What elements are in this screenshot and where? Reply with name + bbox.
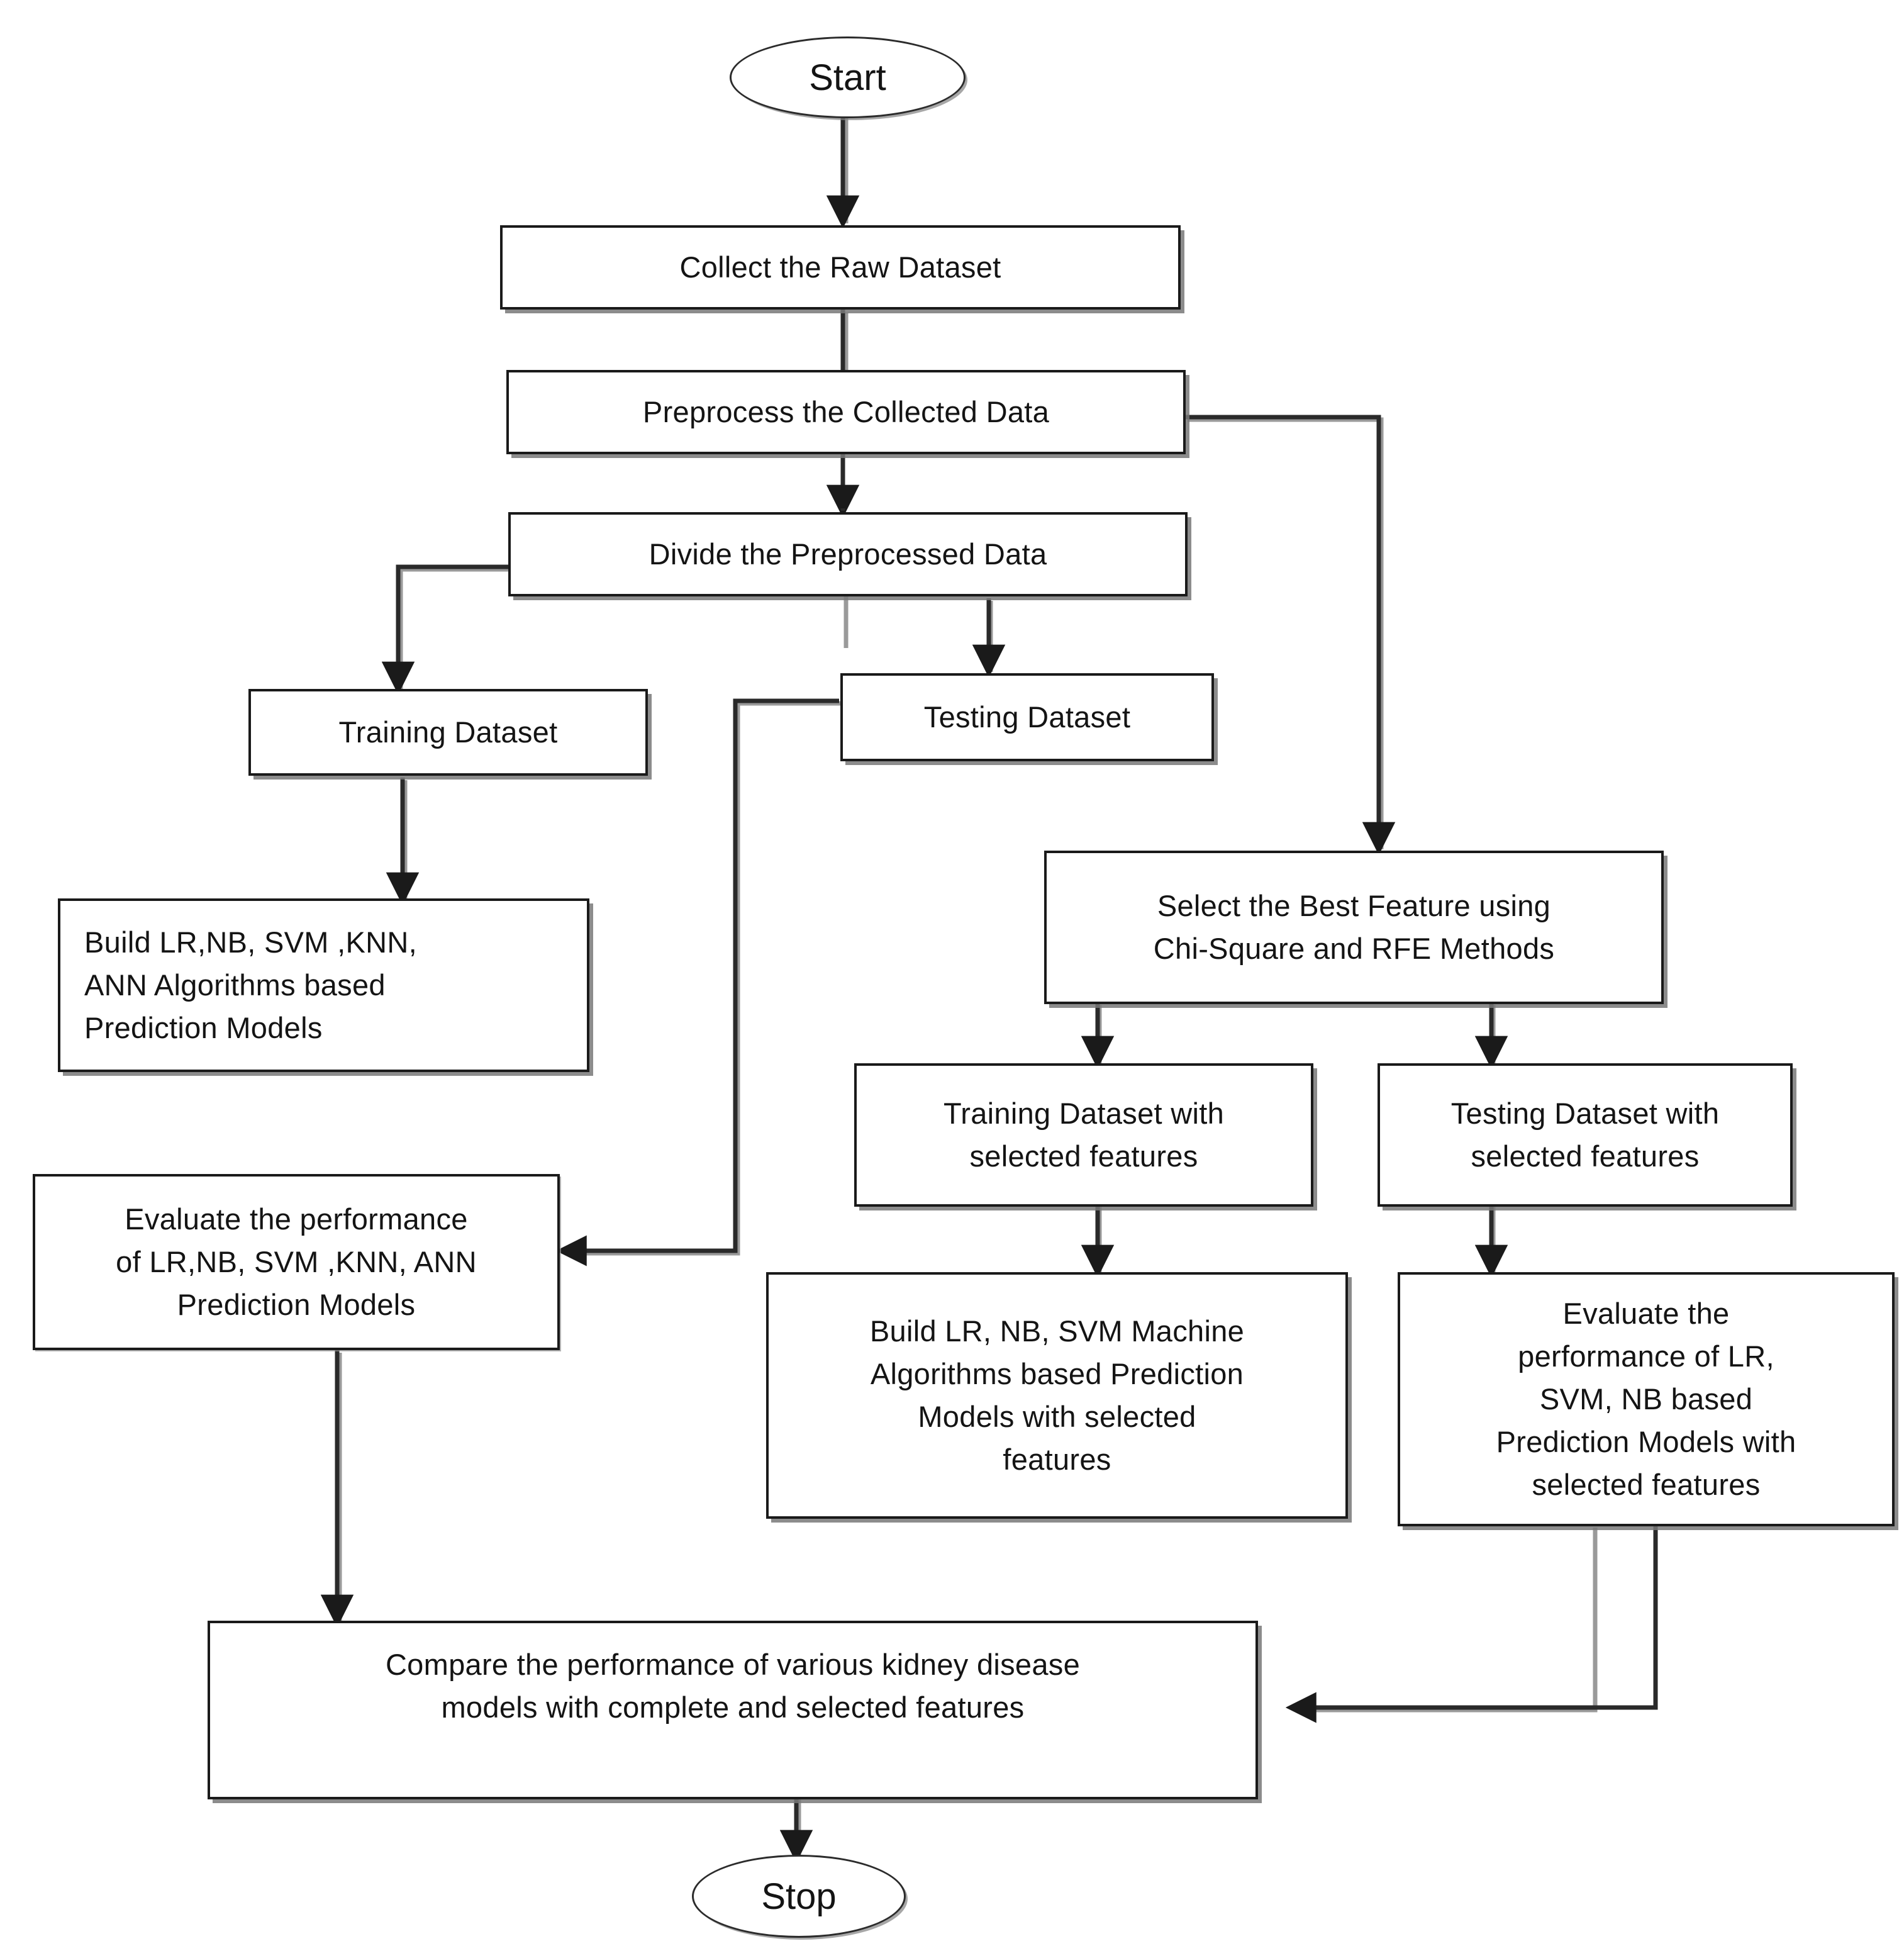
- node-collect-raw-dataset-label: Collect the Raw Dataset: [679, 250, 1001, 284]
- node-build-models-selected-features[interactable]: Build LR, NB, SVM Machine Algorithms bas…: [766, 1272, 1348, 1519]
- node-training-dataset[interactable]: Training Dataset: [248, 689, 648, 776]
- node-testing-dataset[interactable]: Testing Dataset: [840, 673, 1214, 761]
- node-divide-preprocessed-data[interactable]: Divide the Preprocessed Data: [508, 512, 1188, 596]
- node-select-best-feature-label: Select the Best Feature using Chi-Square…: [1153, 888, 1555, 965]
- node-training-dataset-selected[interactable]: Training Dataset with selected features: [854, 1063, 1313, 1207]
- node-build-models-selected-features-label: Build LR, NB, SVM Machine Algorithms bas…: [869, 1314, 1245, 1477]
- node-build-prediction-models-label: Build LR,NB, SVM ,KNN, ANN Algorithms ba…: [84, 925, 417, 1045]
- node-start[interactable]: Start: [730, 36, 966, 118]
- node-testing-dataset-selected-label: Testing Dataset with selected features: [1450, 1096, 1720, 1173]
- node-testing-dataset-label: Testing Dataset: [923, 700, 1131, 734]
- node-testing-dataset-selected[interactable]: Testing Dataset with selected features: [1378, 1063, 1793, 1207]
- node-compare-performance-label: Compare the performance of various kidne…: [385, 1648, 1081, 1725]
- node-start-label: Start: [809, 57, 886, 98]
- edge-testing-evaluate: [555, 698, 839, 1266]
- node-stop-label: Stop: [761, 1876, 837, 1917]
- node-stop[interactable]: Stop: [692, 1855, 906, 1938]
- node-build-prediction-models[interactable]: Build LR,NB, SVM ,KNN, ANN Algorithms ba…: [58, 898, 589, 1072]
- node-preprocess-collected-data-label: Preprocess the Collected Data: [642, 394, 1050, 428]
- node-select-best-feature[interactable]: Select the Best Feature using Chi-Square…: [1044, 851, 1664, 1004]
- node-evaluate-models-selected-features-label: Evaluate the performance of LR, SVM, NB …: [1496, 1296, 1796, 1502]
- edge-evaluateselected-compare: [1285, 1525, 1658, 1723]
- node-compare-performance[interactable]: Compare the performance of various kidne…: [208, 1621, 1258, 1799]
- edge-preprocess-selectfeatures: [1185, 415, 1396, 856]
- node-training-dataset-label: Training Dataset: [338, 715, 558, 749]
- node-evaluate-prediction-models-label: Evaluate the performance of LR,NB, SVM ,…: [116, 1202, 477, 1322]
- node-divide-preprocessed-data-label: Divide the Preprocessed Data: [649, 537, 1047, 571]
- node-collect-raw-dataset[interactable]: Collect the Raw Dataset: [500, 225, 1181, 310]
- node-training-dataset-selected-label: Training Dataset with selected features: [943, 1096, 1225, 1173]
- node-evaluate-prediction-models[interactable]: Evaluate the performance of LR,NB, SVM ,…: [33, 1174, 560, 1350]
- node-preprocess-collected-data[interactable]: Preprocess the Collected Data: [506, 370, 1186, 454]
- node-evaluate-models-selected-features[interactable]: Evaluate the performance of LR, SVM, NB …: [1398, 1272, 1895, 1526]
